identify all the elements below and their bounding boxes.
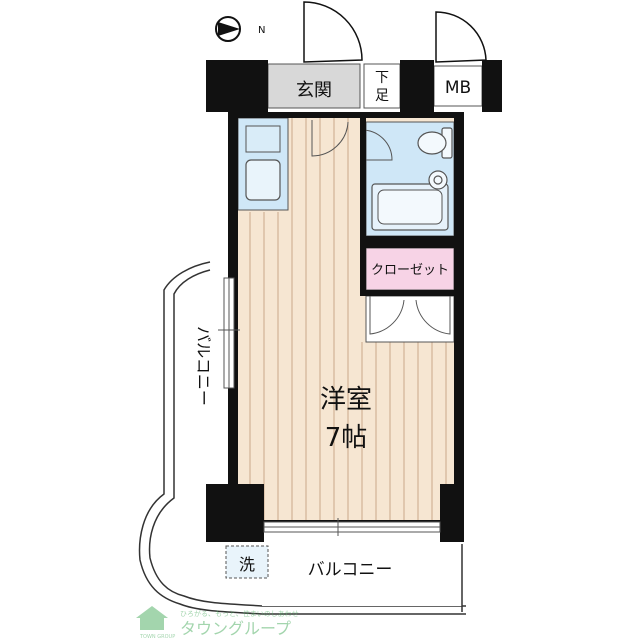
washer-label: 洗 xyxy=(239,555,255,574)
closet-label: クローゼット xyxy=(371,263,449,278)
town-group-logo: ひろがる、もっと、住まいのしあわせ タウングループ TOWN GROUP xyxy=(136,606,299,640)
svg-text:下: 下 xyxy=(375,70,389,86)
svg-text:足: 足 xyxy=(375,88,389,104)
stove-icon xyxy=(245,125,281,153)
closet-doors xyxy=(365,295,455,343)
toilet-icon xyxy=(417,127,453,159)
floor-stripes xyxy=(249,118,447,520)
meter-box-label: MB xyxy=(445,78,471,98)
balcony-window xyxy=(263,518,441,536)
logo-text: タウングループ xyxy=(180,619,291,638)
side-balcony xyxy=(138,261,466,615)
washbasin-icon xyxy=(428,170,448,190)
shoe-box xyxy=(363,63,401,109)
genkan-label: 玄関 xyxy=(296,80,332,101)
washer-space xyxy=(225,545,269,579)
logo-sub: TOWN GROUP xyxy=(139,634,175,640)
sink-icon xyxy=(245,159,281,201)
logo-tagline: ひろがる、もっと、住まいのしあわせ xyxy=(180,609,299,618)
north-arrow-icon xyxy=(215,16,241,42)
side-balcony-label: バルコニー xyxy=(194,326,213,406)
mb-door xyxy=(435,11,487,63)
north-label: N xyxy=(258,25,265,36)
room-door xyxy=(311,120,349,157)
entrance-door xyxy=(303,1,363,63)
shoe-box-label: 下 足 xyxy=(375,70,389,104)
bath-door xyxy=(361,129,393,161)
side-window xyxy=(218,277,240,389)
room-size-label: 7帖 xyxy=(325,423,368,453)
bottom-balcony-area xyxy=(262,544,462,606)
bottom-balcony-label: バルコニー xyxy=(308,560,393,580)
western-room-label: 洋室 xyxy=(320,385,372,415)
